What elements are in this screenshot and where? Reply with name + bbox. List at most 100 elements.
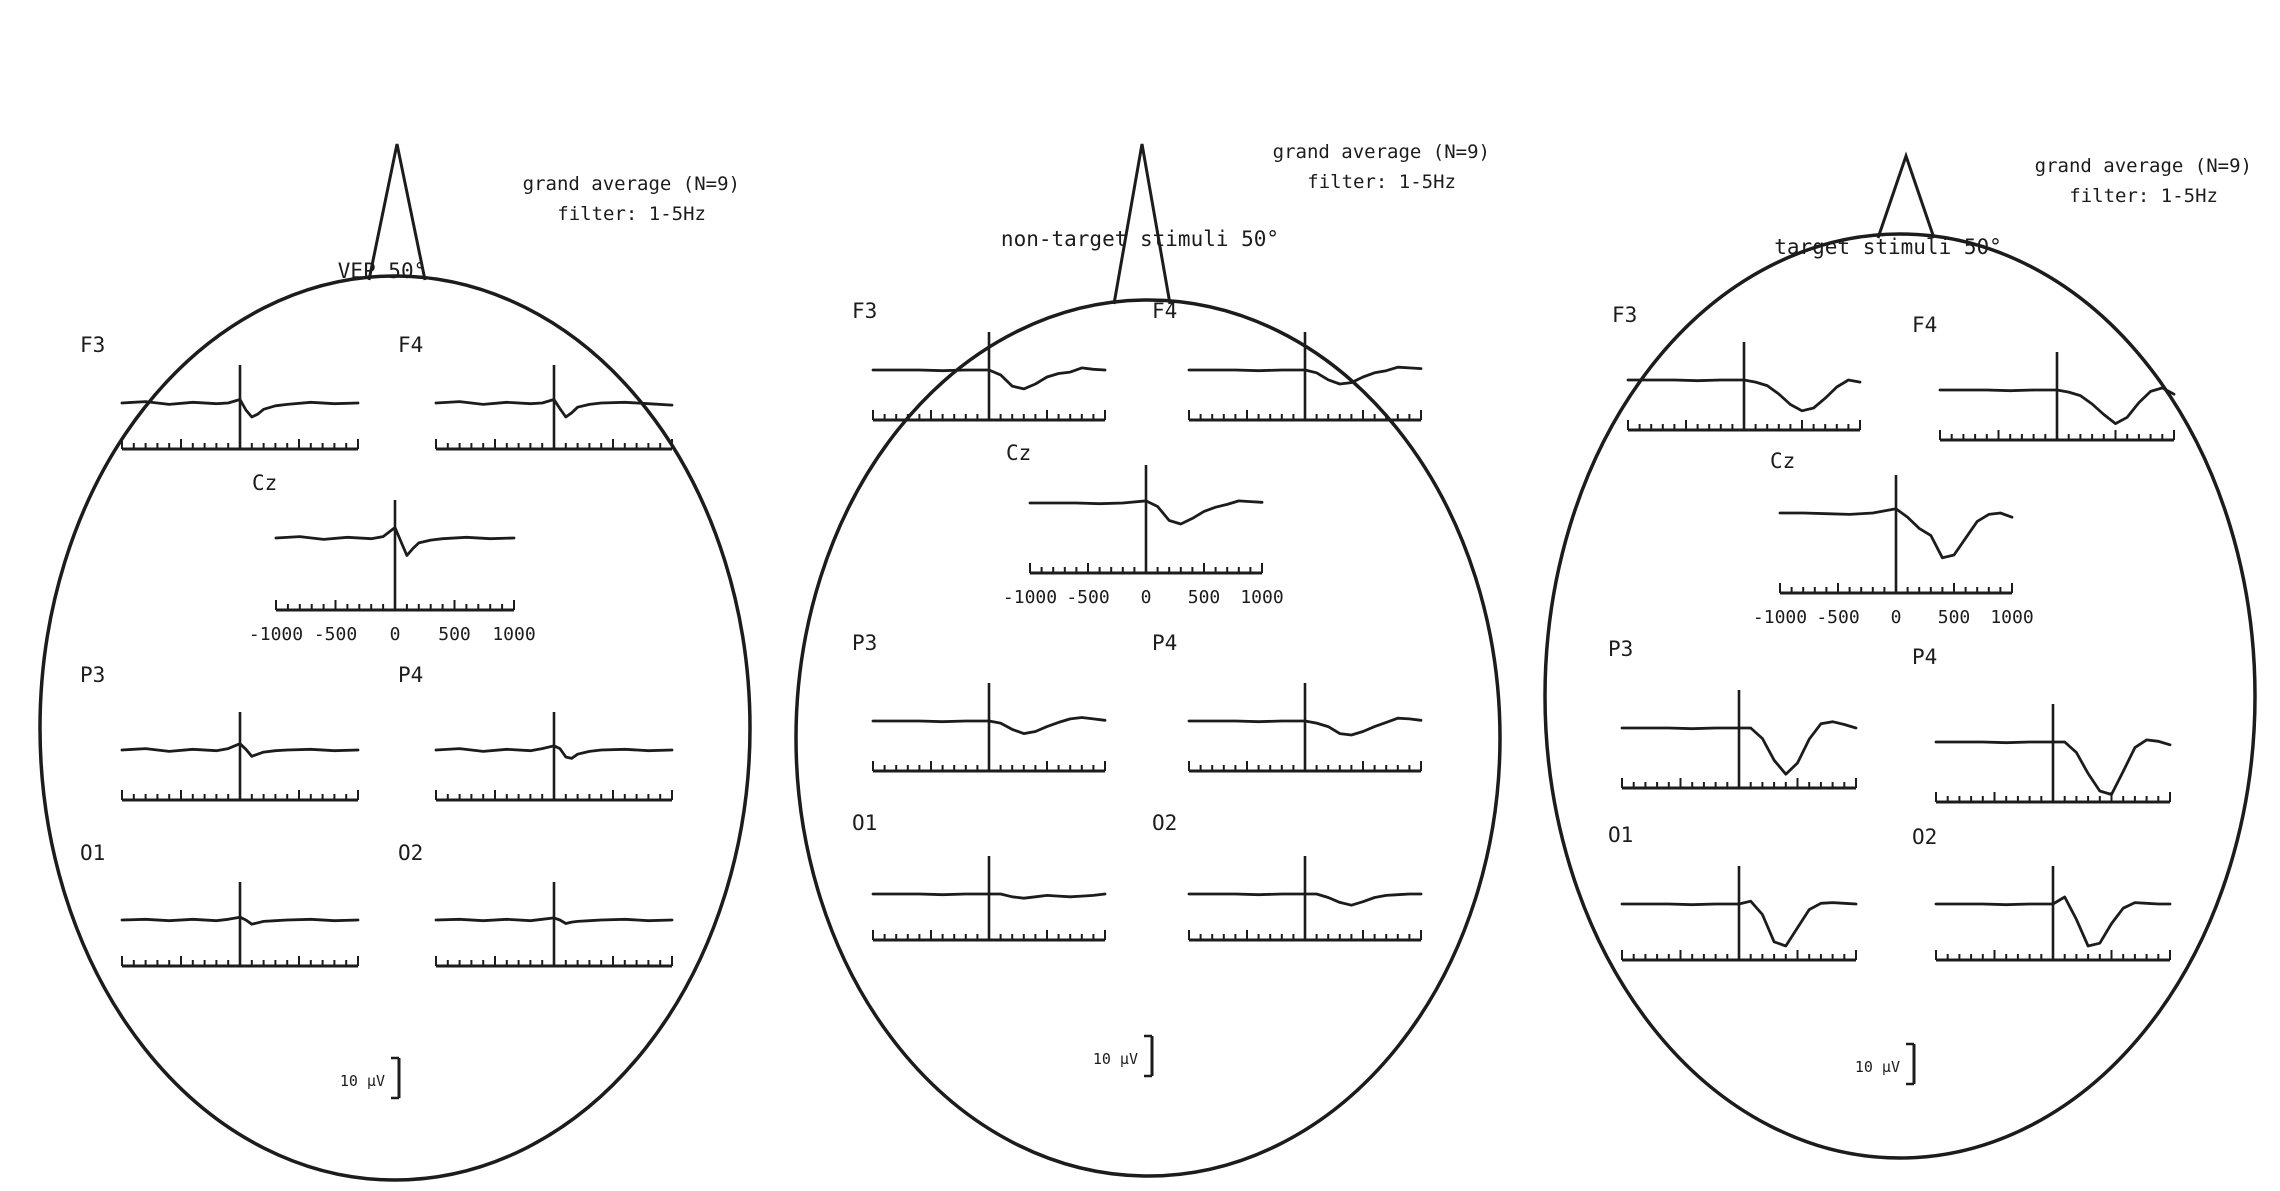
channel-plot-o1: O1	[852, 811, 1107, 942]
tick-label: 1000	[492, 624, 535, 645]
channel-plot-cz: Cz -1000 -500 0 500 1000	[1003, 441, 1284, 608]
channel-label-p4: P4	[1152, 631, 1177, 655]
tick-label: 500	[438, 624, 471, 645]
channel-plot-o2: O2	[1152, 811, 1423, 942]
tick-label: -1000	[1753, 607, 1807, 628]
channel-plot-cz: Cz -1000 -500 0 500 1000	[1753, 449, 2034, 628]
channel-label-p3: P3	[80, 663, 105, 687]
erp-trace-p3	[120, 742, 360, 758]
tick-label: -1000	[1003, 587, 1057, 608]
channel-label-o2: O2	[1152, 811, 1177, 835]
channel-plot-cz: Cz -1000 -500 0 500 1000	[249, 471, 536, 645]
channel-label-f4: F4	[1912, 313, 1937, 337]
channel-plot-f3: F3	[80, 333, 360, 451]
amplitude-scale-label: 10 µV	[340, 1072, 385, 1090]
tick-label: 0	[1141, 587, 1152, 608]
nose-marker	[367, 143, 427, 281]
info-filter: filter: 1-5Hz	[557, 203, 706, 225]
info-filter: filter: 1-5Hz	[1307, 171, 1456, 193]
info-filter: filter: 1-5Hz	[2069, 185, 2218, 207]
channel-label-o1: O1	[1608, 823, 1633, 847]
erp-trace-o2	[434, 916, 674, 925]
channel-plot-o2: O2	[398, 841, 674, 968]
channel-plot-o2: O2	[1912, 825, 2172, 962]
tick-label: -1000	[249, 624, 303, 645]
channel-label-cz: Cz	[252, 471, 277, 495]
channel-label-p3: P3	[852, 631, 877, 655]
nose-marker	[1112, 143, 1172, 305]
tick-label: 0	[1891, 607, 1902, 628]
erp-trace-o1	[871, 892, 1107, 900]
channel-label-p4: P4	[398, 663, 423, 687]
tick-label: 500	[1188, 587, 1221, 608]
erp-trace-cz	[1778, 507, 2014, 560]
nose-marker	[1876, 151, 1936, 239]
channel-label-p3: P3	[1608, 637, 1633, 661]
erp-trace-f4	[434, 398, 674, 419]
channel-plot-p3: P3	[1608, 637, 1858, 790]
channel-label-cz: Cz	[1770, 449, 1795, 473]
channel-label-f3: F3	[852, 299, 877, 323]
panel-title: non-target stimuli 50°	[1001, 227, 1279, 251]
head-outline	[794, 298, 1502, 1178]
channel-label-o1: O1	[852, 811, 877, 835]
channel-plot-f4: F4	[398, 333, 674, 451]
channel-label-f4: F4	[1152, 299, 1177, 323]
channel-plot-f3: F3	[852, 299, 1107, 422]
channel-plot-o1: O1	[1608, 823, 1858, 962]
channel-label-cz: Cz	[1006, 441, 1031, 465]
head-panel-target: grand average (N=9) filter: 1-5Hz target s…	[1543, 151, 2257, 1160]
info-sample-size: grand average (N=9)	[523, 173, 740, 195]
erp-trace-p3	[871, 716, 1107, 735]
tick-label: -500	[1816, 607, 1859, 628]
erp-trace-p4	[1934, 738, 2172, 796]
erp-trace-o1	[1620, 899, 1858, 948]
channel-plot-f4: F4	[1912, 313, 2176, 442]
erp-trace-f4	[1938, 386, 2176, 425]
channel-label-o1: O1	[80, 841, 105, 865]
panel-title: VEP 50°	[338, 259, 427, 283]
erp-trace-f3	[1626, 378, 1862, 413]
channel-plot-p3: P3	[852, 631, 1107, 773]
head-panel-non-target: grand average (N=9) filter: 1-5Hz non-targ…	[794, 141, 1502, 1178]
channel-plot-p3: P3	[80, 663, 360, 802]
channel-plot-f4: F4	[1152, 299, 1423, 422]
erp-trace-cz	[1028, 499, 1264, 526]
tick-label: -500	[314, 624, 357, 645]
erp-trace-p3	[1620, 720, 1858, 776]
channel-label-f4: F4	[398, 333, 423, 357]
erp-trace-f3	[120, 398, 360, 419]
channel-label-f3: F3	[80, 333, 105, 357]
channel-label-o2: O2	[1912, 825, 1937, 849]
channel-label-f3: F3	[1612, 303, 1637, 327]
channel-plot-p4: P4	[1912, 645, 2172, 804]
tick-label: -500	[1066, 587, 1109, 608]
channel-plot-p4: P4	[1152, 631, 1423, 773]
head-outline	[38, 274, 752, 1182]
channel-label-p4: P4	[1912, 645, 1937, 669]
erp-trace-o1	[120, 915, 360, 926]
channel-plot-p4: P4	[398, 663, 674, 802]
amplitude-scale-label: 10 µV	[1093, 1050, 1138, 1068]
erp-trace-cz	[274, 526, 516, 557]
erp-trace-o2	[1934, 895, 2172, 948]
panel-title: target stimuli 50°	[1774, 235, 2002, 259]
tick-label: 1000	[1240, 587, 1283, 608]
channel-plot-o1: O1	[80, 841, 360, 968]
erp-trace-o2	[1187, 892, 1423, 907]
erp-trace-f3	[871, 366, 1107, 391]
tick-label: 1000	[1990, 607, 2033, 628]
channel-plot-f3: F3	[1612, 303, 1862, 432]
head-outline	[1543, 232, 2257, 1160]
erp-trace-p4	[1187, 716, 1423, 737]
info-sample-size: grand average (N=9)	[2035, 155, 2252, 177]
erp-trace-p4	[434, 744, 674, 760]
channel-label-o2: O2	[398, 841, 423, 865]
info-sample-size: grand average (N=9)	[1273, 141, 1490, 163]
amplitude-scale-label: 10 µV	[1855, 1058, 1900, 1076]
tick-label: 0	[390, 624, 401, 645]
tick-label: 500	[1938, 607, 1971, 628]
